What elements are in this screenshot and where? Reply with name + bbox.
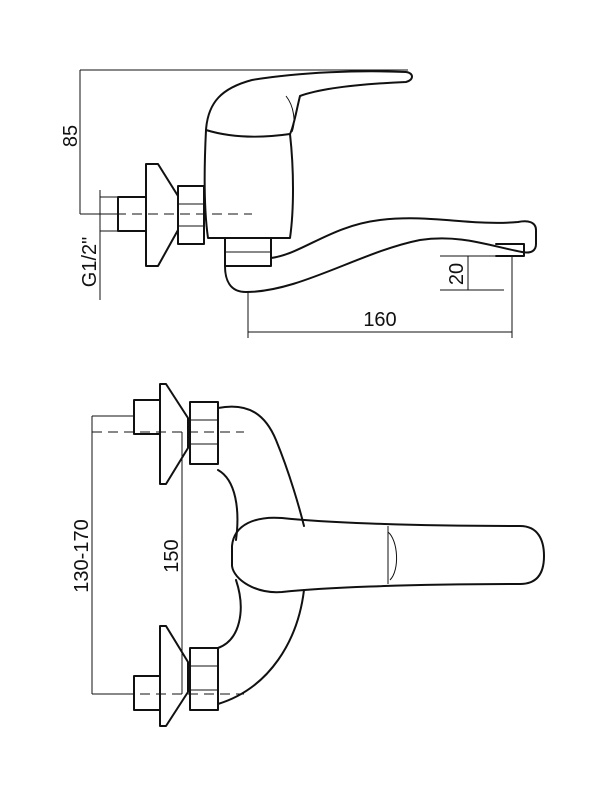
top-view-lever-detail [387,531,397,581]
side-spout [224,217,537,293]
dimension-20: 20 [440,255,504,291]
top-view-hex-nut-upper [189,401,219,465]
dim-range-label: 130-170 [71,519,93,592]
side-body [203,129,294,239]
dimension-85: 85 [60,69,408,215]
dim-150-label: 150 [161,539,183,572]
top-view-hex-nut-lower [189,647,219,711]
top-view-flange-lower [159,625,189,727]
top-view [92,383,545,727]
dimension-160: 160 [247,256,513,338]
dim-85-label: 85 [60,125,82,147]
top-view-inlet-pipe-upper [133,399,161,435]
side-hex-nut [177,185,205,245]
dim-thread-label: G1/2" [79,237,101,287]
top-view-lever-handle [231,516,545,594]
dim-20-label: 20 [446,263,468,285]
side-wall-flange [145,163,179,267]
dimension-130-170: 130-170 [71,415,134,695]
side-lever-handle [205,70,413,138]
dimension-thread: G1/2" [79,190,118,300]
top-view-body [217,405,305,705]
dimension-150: 150 [161,432,183,694]
side-lever-detail [285,95,295,133]
top-view-flange-upper [159,383,189,485]
dim-160-label: 160 [363,309,396,331]
side-view [100,70,537,293]
top-view-inlet-pipe-lower [133,675,161,711]
